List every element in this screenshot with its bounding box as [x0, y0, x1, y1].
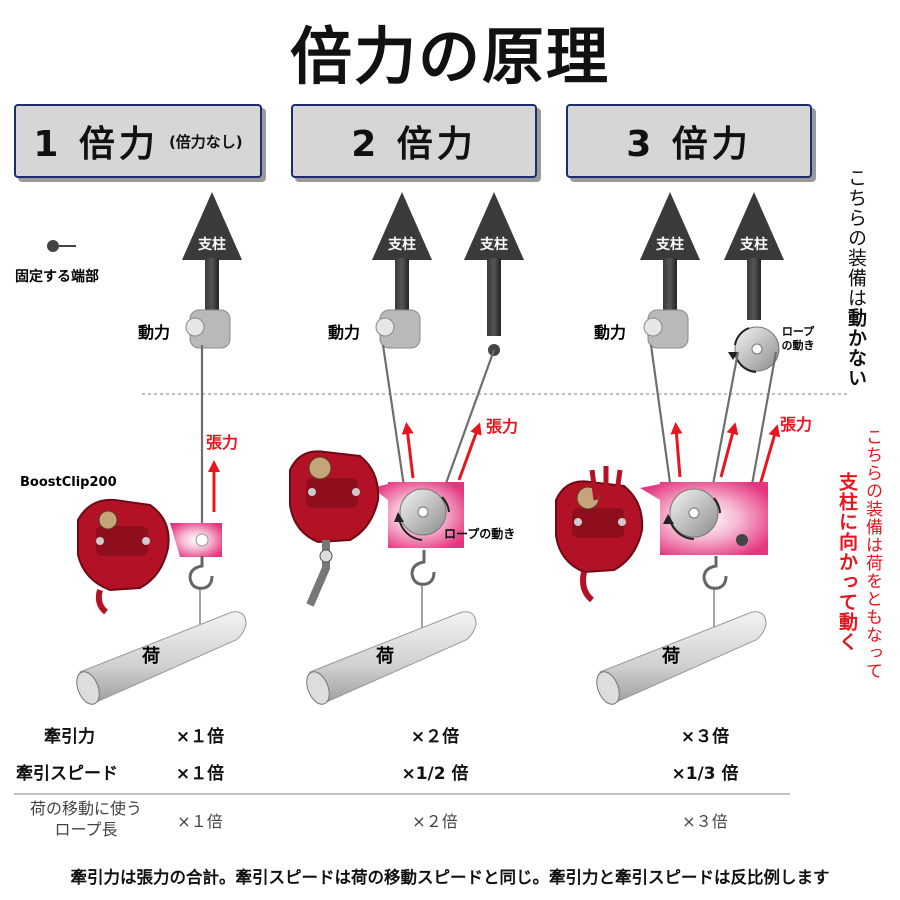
side-note-moving-pre: こちらの装備は荷をともなって [862, 428, 882, 680]
header-3x: 3 倍力 [566, 104, 812, 178]
cell-pull-3x: ×３倍 [680, 727, 730, 747]
boostclip-body-3x [640, 482, 768, 555]
cell-pull-2x: ×２倍 [410, 727, 460, 747]
row-label-pull: 牽引力 [44, 727, 95, 747]
load-label-3x: 荷 [662, 645, 680, 667]
load-label-1x: 荷 [142, 645, 160, 667]
pillar-2x-right-label: 支柱 [479, 236, 508, 253]
header-2x-label: 2 倍力 [351, 124, 477, 165]
power-label-1x: 動力 [138, 323, 170, 342]
pillar-2x-right: 支柱 [464, 192, 524, 336]
row-label-rope-2: ロープ長 [54, 820, 118, 839]
header-2x: 2 倍力 [291, 104, 537, 178]
side-note-fixed: こちらの装備は動かない [845, 168, 867, 388]
pillar-1x: 支柱 [182, 192, 242, 316]
side-note-moving-emph: 支柱に向かって動く [836, 472, 858, 652]
cell-rope-1x: ×１倍 [177, 812, 223, 831]
boostclip-device-1x [77, 498, 170, 615]
fixed-pulley-3x [728, 326, 780, 373]
rope-motion-3x-a: ロープ [782, 324, 815, 338]
power-label-2x: 動力 [328, 323, 360, 342]
cell-speed-3x: ×1/3 倍 [671, 764, 739, 784]
row-label-rope: 荷の移動に使う ロープ長 [16, 798, 156, 840]
load-log-1x [76, 611, 247, 705]
boostclip-device-3x [555, 466, 644, 603]
pillar-2x-left: 支柱 [372, 192, 432, 316]
rope-motion-3x-b: の動き [782, 338, 815, 352]
load-label-2x: 荷 [376, 645, 394, 667]
header-1x: 1 倍力 (倍力なし) [14, 104, 262, 178]
header-1x-sub: (倍力なし) [168, 132, 243, 151]
pillar-3x-left-label: 支柱 [655, 236, 684, 253]
row-label-speed: 牽引スピード [16, 764, 118, 784]
fixed-end-legend-icon [47, 240, 76, 252]
cell-rope-2x: ×２倍 [412, 812, 458, 831]
tension-label-3x: 張力 [780, 415, 812, 434]
power-winch-1x [173, 308, 231, 349]
load-log-3x [596, 611, 767, 705]
cell-speed-1x: ×１倍 [175, 764, 225, 784]
rope-motion-2x: ロープの動き [444, 526, 515, 541]
power-label-3x: 動力 [594, 323, 626, 342]
cell-pull-1x: ×１倍 [175, 727, 225, 747]
pillar-3x-right-label: 支柱 [739, 236, 768, 253]
boostclip-device-2x [289, 450, 380, 607]
hook-wires [199, 584, 715, 630]
tension-label-1x: 張力 [206, 433, 238, 452]
hooks [188, 550, 728, 590]
cell-speed-2x: ×1/2 倍 [401, 764, 469, 784]
row-label-rope-1: 荷の移動に使う [29, 799, 142, 818]
header-3x-label: 3 倍力 [626, 124, 752, 165]
side-note-fixed-emph: 動かない [845, 308, 867, 388]
boostclip-body-2x [372, 482, 464, 548]
boostclip-body-1x [170, 523, 222, 557]
power-winch-2x [363, 308, 421, 349]
page-title: 倍力の原理 [289, 20, 610, 93]
header-1x-label: 1 倍力 [33, 124, 159, 165]
pillar-2x-left-label: 支柱 [387, 236, 416, 253]
pillar-3x-right: 支柱 [724, 192, 784, 320]
cell-rope-3x: ×３倍 [682, 812, 728, 831]
side-note-fixed-pre: こちらの装備は [845, 168, 867, 308]
device-label: BoostClip200 [20, 475, 117, 490]
fixed-end-legend-label: 固定する端部 [15, 268, 99, 285]
tension-label-2x: 張力 [486, 417, 518, 436]
tension-arrows [208, 422, 781, 512]
load-log-2x [306, 611, 477, 705]
pillar-3x-left: 支柱 [640, 192, 700, 316]
footer-note: 牽引力は張力の合計。牽引スピードは荷の移動スピードと同じ。牽引力と牽引スピードは… [70, 868, 830, 887]
power-winch-3x [631, 308, 689, 349]
pillar-1x-label: 支柱 [197, 236, 226, 253]
